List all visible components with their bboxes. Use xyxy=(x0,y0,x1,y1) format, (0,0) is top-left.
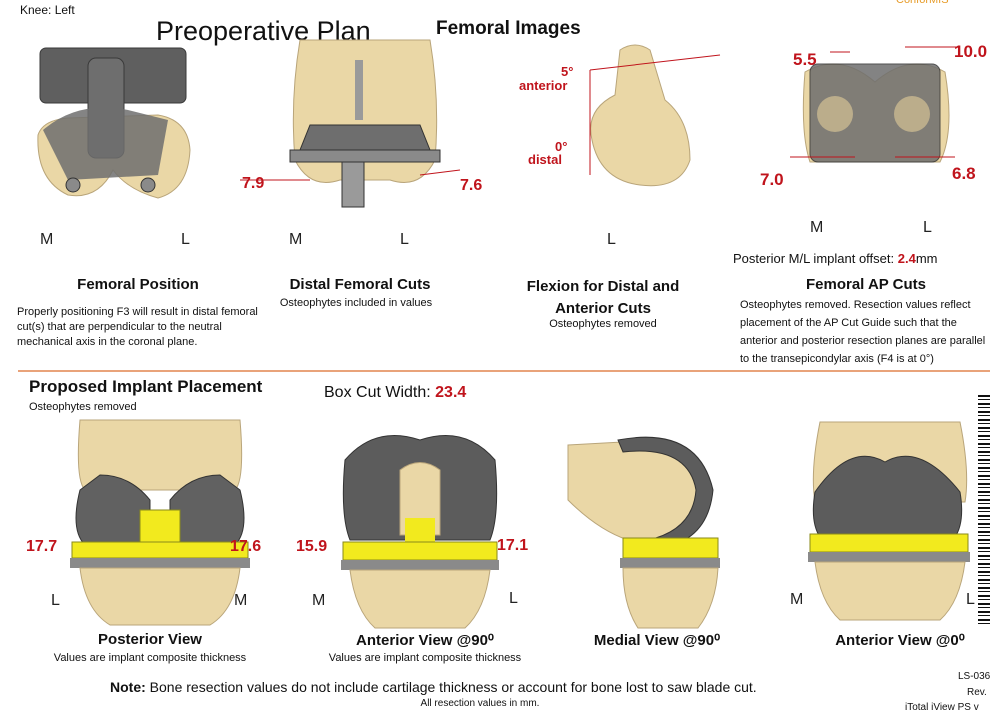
section-divider xyxy=(18,370,990,372)
distal-cuts-title: Distal Femoral Cuts xyxy=(289,276,431,293)
footer-product: iTotal iView PS v xyxy=(905,702,979,713)
ap-cuts-l: L xyxy=(923,219,932,236)
femoral-position-title: Femoral Position xyxy=(77,276,199,293)
flexion-title-line1: Flexion for Distal and xyxy=(526,278,680,295)
anterior90-view-image xyxy=(341,435,499,629)
knee-side-label: Knee: Left xyxy=(20,3,75,17)
flexion-title-line2: Anterior Cuts xyxy=(555,300,651,317)
posterior-m: M xyxy=(234,592,248,609)
footer-note-label: Note: xyxy=(110,679,146,695)
ap-cut-bottom-right-value: 6.8 xyxy=(952,164,976,183)
implant-offset-value: 2.4 xyxy=(897,251,916,266)
footer-note: Note: Bone resection values do not inclu… xyxy=(110,679,757,695)
distal-cuts-m: M xyxy=(289,231,303,248)
implant-placement-subtitle: Osteophytes removed xyxy=(29,401,137,413)
medial90-view-image xyxy=(567,436,720,629)
flexion-l: L xyxy=(607,231,616,248)
medial90-view-title: Medial View @90⁰ xyxy=(593,632,721,649)
distal-cuts-image xyxy=(240,39,461,208)
anterior0-view-image xyxy=(808,421,970,621)
anterior90-l: L xyxy=(509,590,518,607)
flexion-distal-label: distal xyxy=(528,152,562,167)
flexion-anterior-value: 5° xyxy=(561,64,574,79)
box-cut-width: Box Cut Width: 23.4 xyxy=(324,384,466,402)
footer-doc-code: LS-036 xyxy=(958,671,991,682)
anterior90-view-desc: Values are implant composite thickness xyxy=(328,652,522,664)
distal-cut-right-value: 7.6 xyxy=(460,177,483,194)
ap-cut-top-left-value: 5.5 xyxy=(793,50,817,69)
corner-logo-fragment: ConforMIS xyxy=(896,0,949,6)
box-cut-value: 23.4 xyxy=(435,384,467,401)
posterior-view-image xyxy=(70,419,250,626)
anterior90-left-value: 15.9 xyxy=(296,538,328,555)
implant-offset-line: Posterior M/L implant offset: 2.4mm xyxy=(733,251,938,266)
ap-cuts-desc: Osteophytes removed. Resection values re… xyxy=(740,299,986,365)
barcode xyxy=(978,395,990,625)
femoral-position-image xyxy=(37,47,191,199)
posterior-view-title: Posterior View xyxy=(98,631,202,648)
femoral-position-desc: Properly positioning F3 will result in d… xyxy=(17,306,258,348)
flexion-anterior-label: anterior xyxy=(519,78,568,93)
flexion-image xyxy=(589,44,721,187)
ap-cut-top-right-value: 10.0 xyxy=(954,42,988,61)
femoral-position-l: L xyxy=(181,231,190,248)
anterior0-l: L xyxy=(966,591,975,608)
anterior0-view-title: Anterior View @0⁰ xyxy=(835,632,965,649)
section-title-femoral-images: Femoral Images xyxy=(436,18,581,39)
distal-cuts-desc: Osteophytes included in values xyxy=(279,297,433,309)
femoral-position-m: M xyxy=(40,231,54,248)
ap-cuts-image xyxy=(790,46,960,163)
flexion-desc: Osteophytes removed xyxy=(549,318,657,330)
ap-cuts-title: Femoral AP Cuts xyxy=(805,276,927,293)
anterior90-m: M xyxy=(312,592,326,609)
anterior90-right-value: 17.1 xyxy=(497,537,529,554)
implant-offset-unit: mm xyxy=(915,251,938,266)
ap-cut-bottom-left-value: 7.0 xyxy=(760,170,784,189)
distal-cuts-l: L xyxy=(400,231,409,248)
flexion-distal-value: 0° xyxy=(555,139,568,154)
posterior-view-desc: Values are implant composite thickness xyxy=(53,652,247,664)
posterior-left-value: 17.7 xyxy=(26,538,58,555)
implant-offset-label: Posterior M/L implant offset: xyxy=(733,251,895,266)
distal-cut-left-value: 7.9 xyxy=(242,175,265,192)
ap-cuts-m: M xyxy=(810,219,824,236)
posterior-l: L xyxy=(51,592,60,609)
anterior0-m: M xyxy=(790,591,804,608)
posterior-right-value: 17.6 xyxy=(230,538,262,555)
anterior90-view-title: Anterior View @90⁰ xyxy=(356,632,494,649)
box-cut-label: Box Cut Width: xyxy=(324,384,431,401)
flexion-title: Flexion for Distal and Anterior Cuts xyxy=(508,276,698,320)
implant-placement-title: Proposed Implant Placement xyxy=(29,377,263,396)
footer-rev: Rev. xyxy=(967,687,987,698)
footer-note-text: Bone resection values do not include car… xyxy=(145,679,757,695)
footer-units: All resection values in mm. xyxy=(420,698,540,709)
